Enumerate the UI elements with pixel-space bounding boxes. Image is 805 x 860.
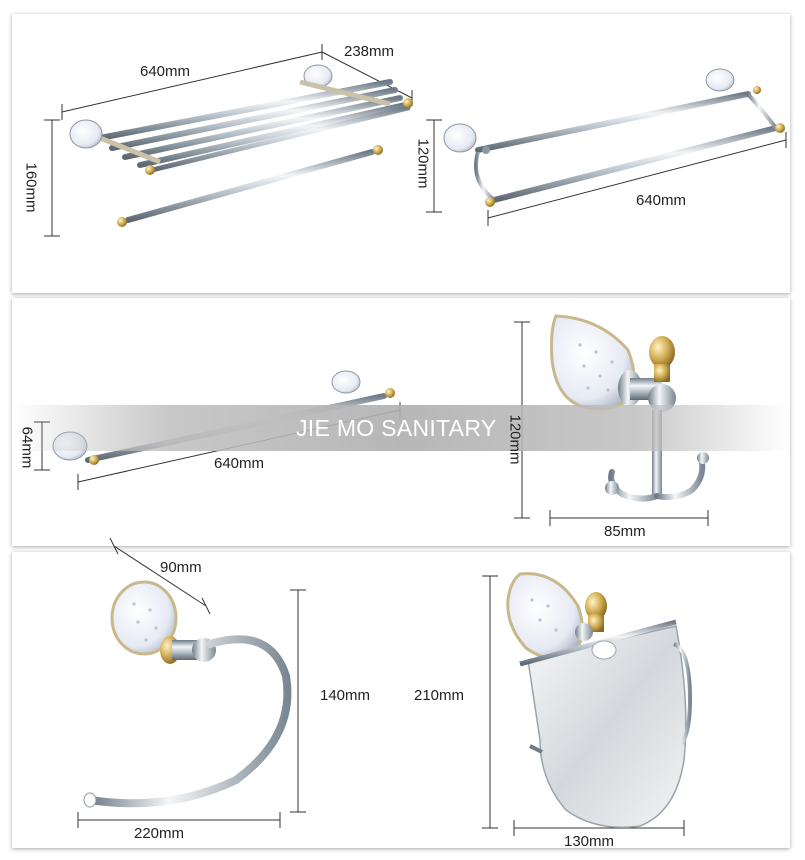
- double-towel-bar-drawing: [426, 68, 787, 226]
- robe-hook-drawing: [514, 314, 709, 526]
- towel-ring-drawing: [77, 537, 306, 828]
- towel-shelf-height-label: 160mm: [22, 162, 40, 213]
- watermark-banner: [14, 405, 790, 451]
- robe-hook-height-label: 120mm: [506, 414, 524, 465]
- paper-holder-drawing: [482, 572, 693, 836]
- watermark-text: JIE MO SANITARY: [296, 415, 497, 441]
- towel-ring-height-label: 140mm: [320, 687, 371, 704]
- paper-holder-height-label: 210mm: [414, 687, 465, 704]
- towel-shelf-depth-label: 238mm: [344, 43, 395, 60]
- double-bar-height-label: 120mm: [414, 138, 432, 189]
- single-bar-length-label: 640mm: [214, 455, 265, 472]
- towel-shelf-drawing: [44, 44, 413, 237]
- towel-ring-width-label: 220mm: [134, 825, 185, 842]
- double-bar-length-label: 640mm: [636, 192, 687, 209]
- towel-shelf-width-label: 640mm: [140, 63, 191, 80]
- robe-hook-width-label: 85mm: [604, 523, 646, 540]
- single-bar-height-label: 64mm: [18, 426, 36, 469]
- paper-holder-width-label: 130mm: [564, 833, 615, 850]
- towel-ring-depth-label: 90mm: [160, 559, 202, 576]
